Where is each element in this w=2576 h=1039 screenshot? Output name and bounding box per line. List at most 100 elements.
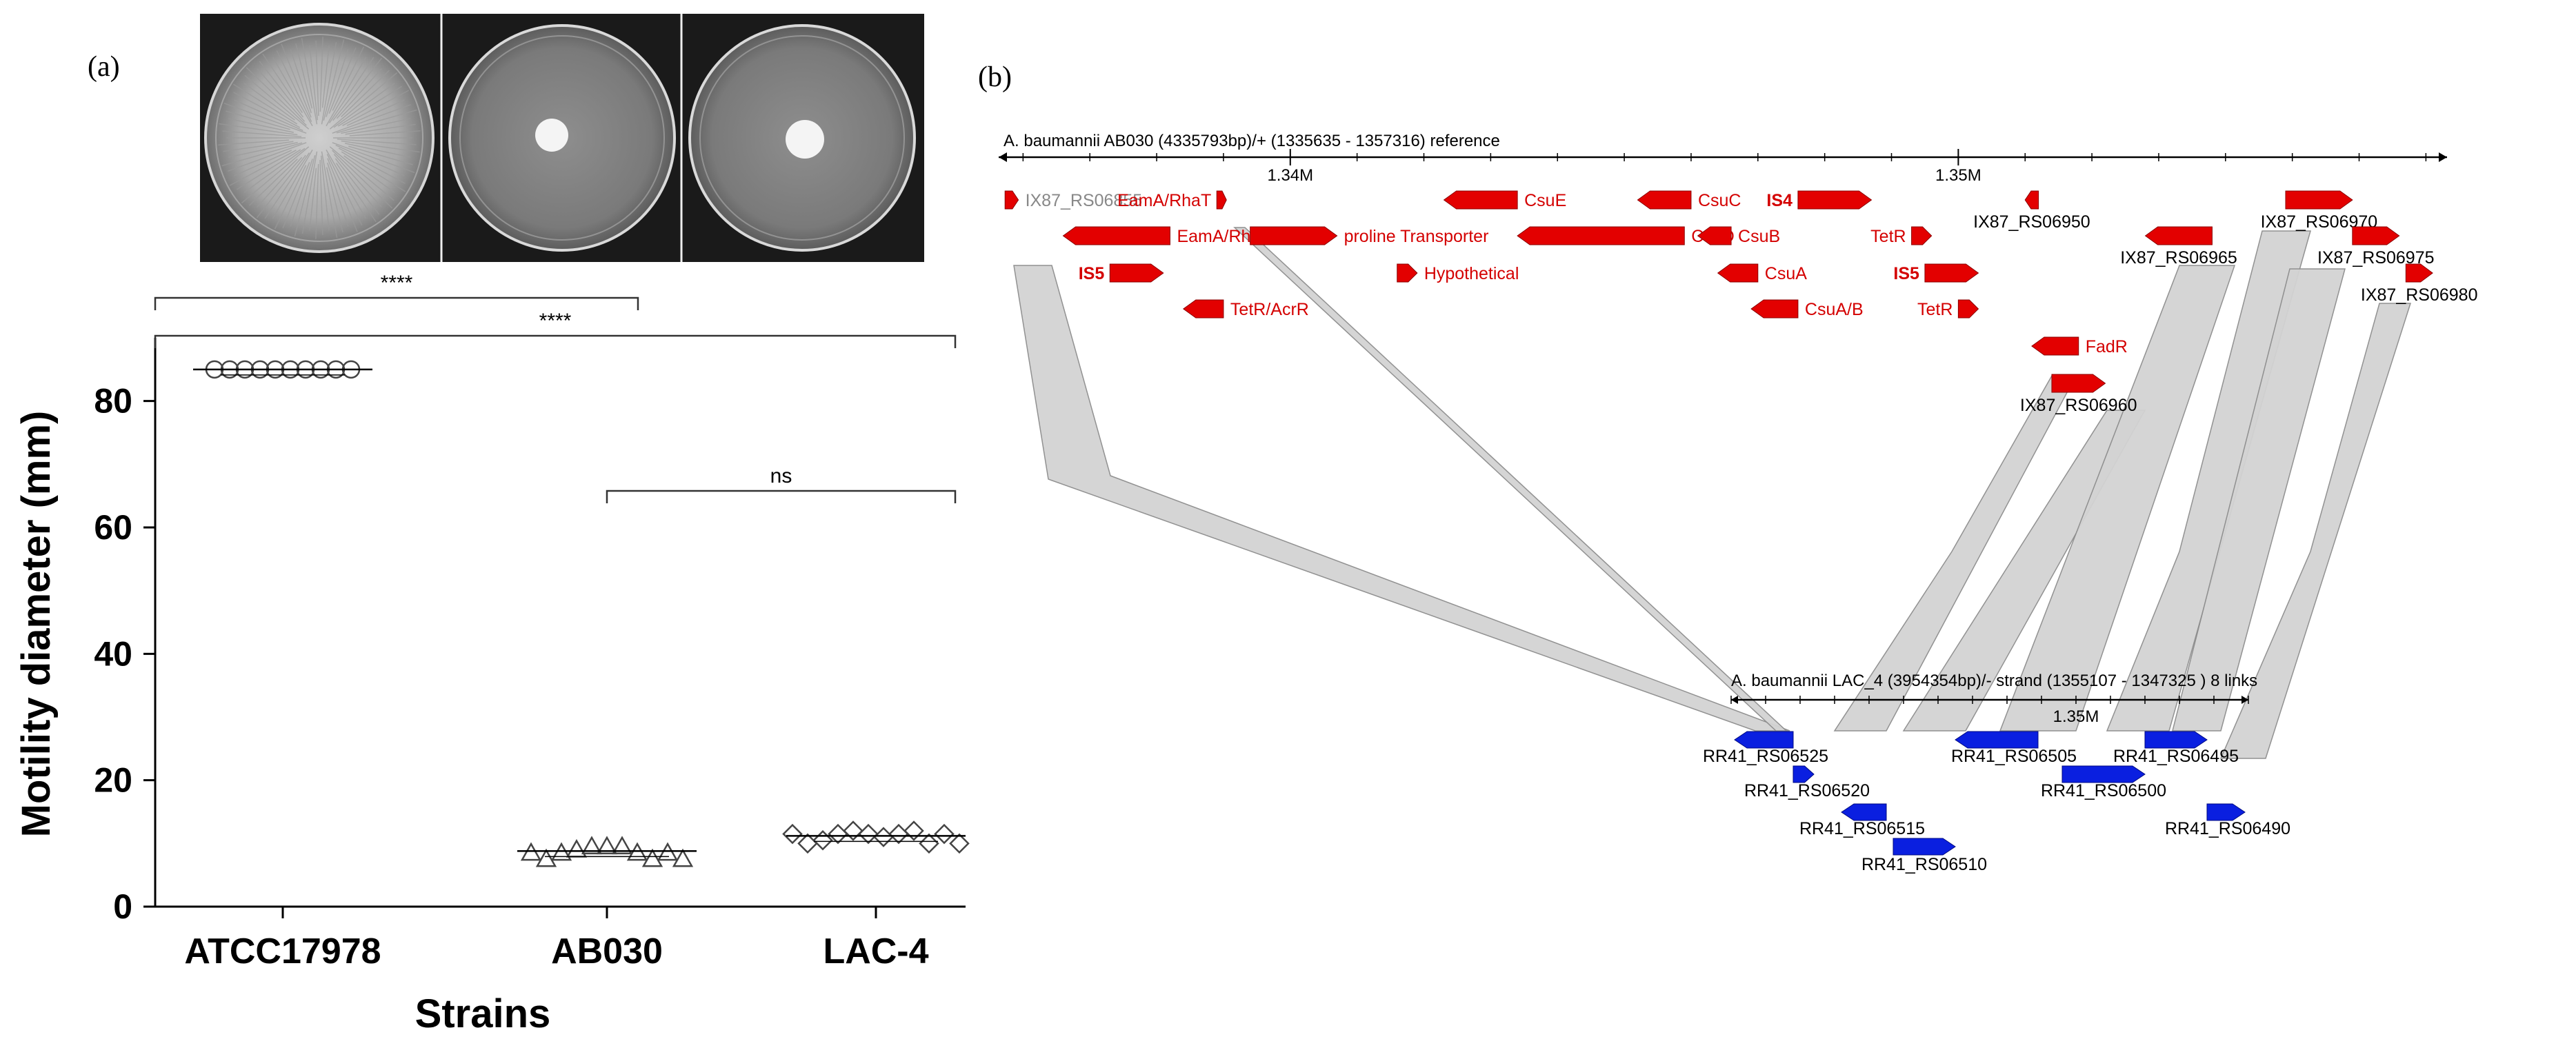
swarm-ray: [329, 72, 398, 130]
swarm-ray: [343, 155, 395, 193]
swarm-ray: [328, 47, 357, 114]
x-tick-label: LAC-4: [823, 931, 928, 971]
swarm-ray: [348, 145, 413, 165]
swarm-ray: [264, 152, 310, 219]
query-title: A. baumannii LAC_4 (3954354bp)/- strand …: [1731, 672, 2257, 690]
reference-gene-label: TetR: [1870, 227, 1906, 246]
swarm-ray: [226, 110, 290, 130]
swarm-ray: [219, 123, 298, 136]
swarm-ray: [233, 92, 301, 128]
swarm-ray: [228, 118, 294, 133]
swarm-ray: [333, 154, 382, 208]
reference-title: A. baumannii AB030 (4335793bp)/+ (133563…: [1004, 132, 1500, 150]
swarm-ray: [320, 155, 330, 231]
point-triangle: [535, 848, 557, 867]
reference-gene-label: CsuE: [1524, 191, 1566, 210]
swarm-ray: [315, 163, 319, 239]
y-tick-label: 40: [94, 634, 132, 673]
swarm-ray: [341, 140, 420, 153]
query-gene-label: RR41_RS06495: [2113, 747, 2239, 766]
swarm-ray: [337, 85, 402, 127]
swarm-ray: [295, 43, 313, 109]
significance-bracket: [154, 296, 639, 310]
point-triangle: [641, 848, 663, 867]
swarm-ray: [257, 157, 303, 208]
reference-gene-arrow: [1957, 299, 1979, 319]
reference-gene-label: proline Transporter: [1344, 227, 1489, 246]
reference-gene-label: TetR/AcrR: [1230, 300, 1309, 319]
reference-gene-arrow: [1717, 263, 1759, 283]
swarm-ray: [259, 61, 304, 118]
reference-gene-label: CsuC: [1698, 191, 1741, 210]
point-diamond: [888, 823, 909, 845]
reference-gene-arrow: [2285, 190, 2353, 210]
homology-link: [1233, 227, 1788, 732]
swarm-ray: [281, 43, 312, 118]
swarm-ray: [309, 168, 317, 231]
reference-gene-label: IX87_RS06960: [2020, 396, 2137, 415]
query-gene-label: RR41_RS06520: [1744, 781, 1870, 800]
reference-gene-arrow: [1443, 190, 1518, 210]
swarm-ray: [342, 90, 410, 126]
significance-label: ****: [381, 272, 413, 294]
swarm-ray: [257, 68, 306, 122]
query-gene-arrow: [1734, 731, 1794, 749]
swarm-ray: [335, 158, 380, 215]
swarm-ray: [326, 149, 367, 219]
swarm-ray: [341, 151, 406, 192]
reference-gene-arrow: [2031, 336, 2079, 356]
query-genes: RR41_RS06525RR41_RS06520RR41_RS06515RR41…: [1703, 731, 2290, 874]
x-tick-label: AB030: [551, 931, 663, 971]
significance-bracket: [606, 490, 957, 503]
tick-label: 1.34M: [1267, 166, 1313, 185]
reference-gene-label: IX87_RS06950: [1973, 212, 2090, 232]
swarm-ray: [336, 109, 417, 134]
swarm-ray: [301, 38, 318, 125]
swarm-ray: [323, 39, 345, 121]
reference-gene-label: IS5: [1893, 264, 1919, 283]
point-diamond: [797, 833, 818, 854]
reference-gene-arrow: [1216, 190, 1227, 210]
reference-gene-arrow: [1004, 190, 1019, 210]
swarm-ray: [244, 74, 310, 130]
swarm-ray: [332, 46, 365, 111]
swarm-ray: [272, 57, 313, 127]
reference-gene-arrow: [2024, 190, 2039, 210]
genome-alignment: A. baumannii AB030 (4335793bp)/+ (133563…: [999, 132, 2478, 874]
y-tick-label: 0: [113, 887, 132, 926]
reference-genes: IX87_RS06855EamA/RhaTEamA/RhaTIS5TetR/Ac…: [1004, 190, 2478, 415]
swarm-ray: [301, 151, 318, 234]
swarm-ray: [345, 143, 411, 158]
reference-gene-arrow: [1182, 299, 1224, 319]
swarm-ray: [272, 149, 313, 219]
swarm-ray: [222, 130, 302, 137]
swarm-ray: [262, 53, 303, 113]
x-tick-label: ATCC17978: [184, 931, 381, 971]
swarm-ray: [223, 141, 294, 152]
x-axis-label: Strains: [415, 991, 551, 1036]
query-gene-label: RR41_RS06515: [1799, 819, 1925, 838]
swarm-ray: [332, 142, 415, 173]
query-tick-label: 1.35M: [2053, 707, 2099, 726]
plate-photos: [200, 14, 924, 262]
swarm-ray: [326, 57, 367, 127]
swarm-ray: [246, 67, 307, 126]
swarm-ray: [256, 154, 306, 219]
significance-label: ****: [539, 310, 572, 332]
swarm-ray: [228, 141, 298, 158]
swarm-ray: [237, 149, 301, 190]
query-gene-label: RR41_RS06505: [1951, 747, 2077, 766]
swarm-ray: [341, 70, 390, 117]
reference-gene-arrow: [1250, 226, 1338, 245]
significance-label: ns: [770, 465, 792, 487]
swarm-ray: [346, 99, 405, 126]
reference-gene-label: IS5: [1079, 264, 1105, 283]
homology-links: [1013, 227, 2412, 759]
swarm-ray: [349, 130, 421, 137]
reference-gene-arrow: [1750, 299, 1799, 319]
query-gene-arrow: [2206, 803, 2246, 821]
query-gene-arrow: [2144, 731, 2208, 749]
point-triangle: [611, 836, 633, 855]
point-diamond: [843, 820, 863, 841]
swarm-ray: [327, 162, 349, 227]
